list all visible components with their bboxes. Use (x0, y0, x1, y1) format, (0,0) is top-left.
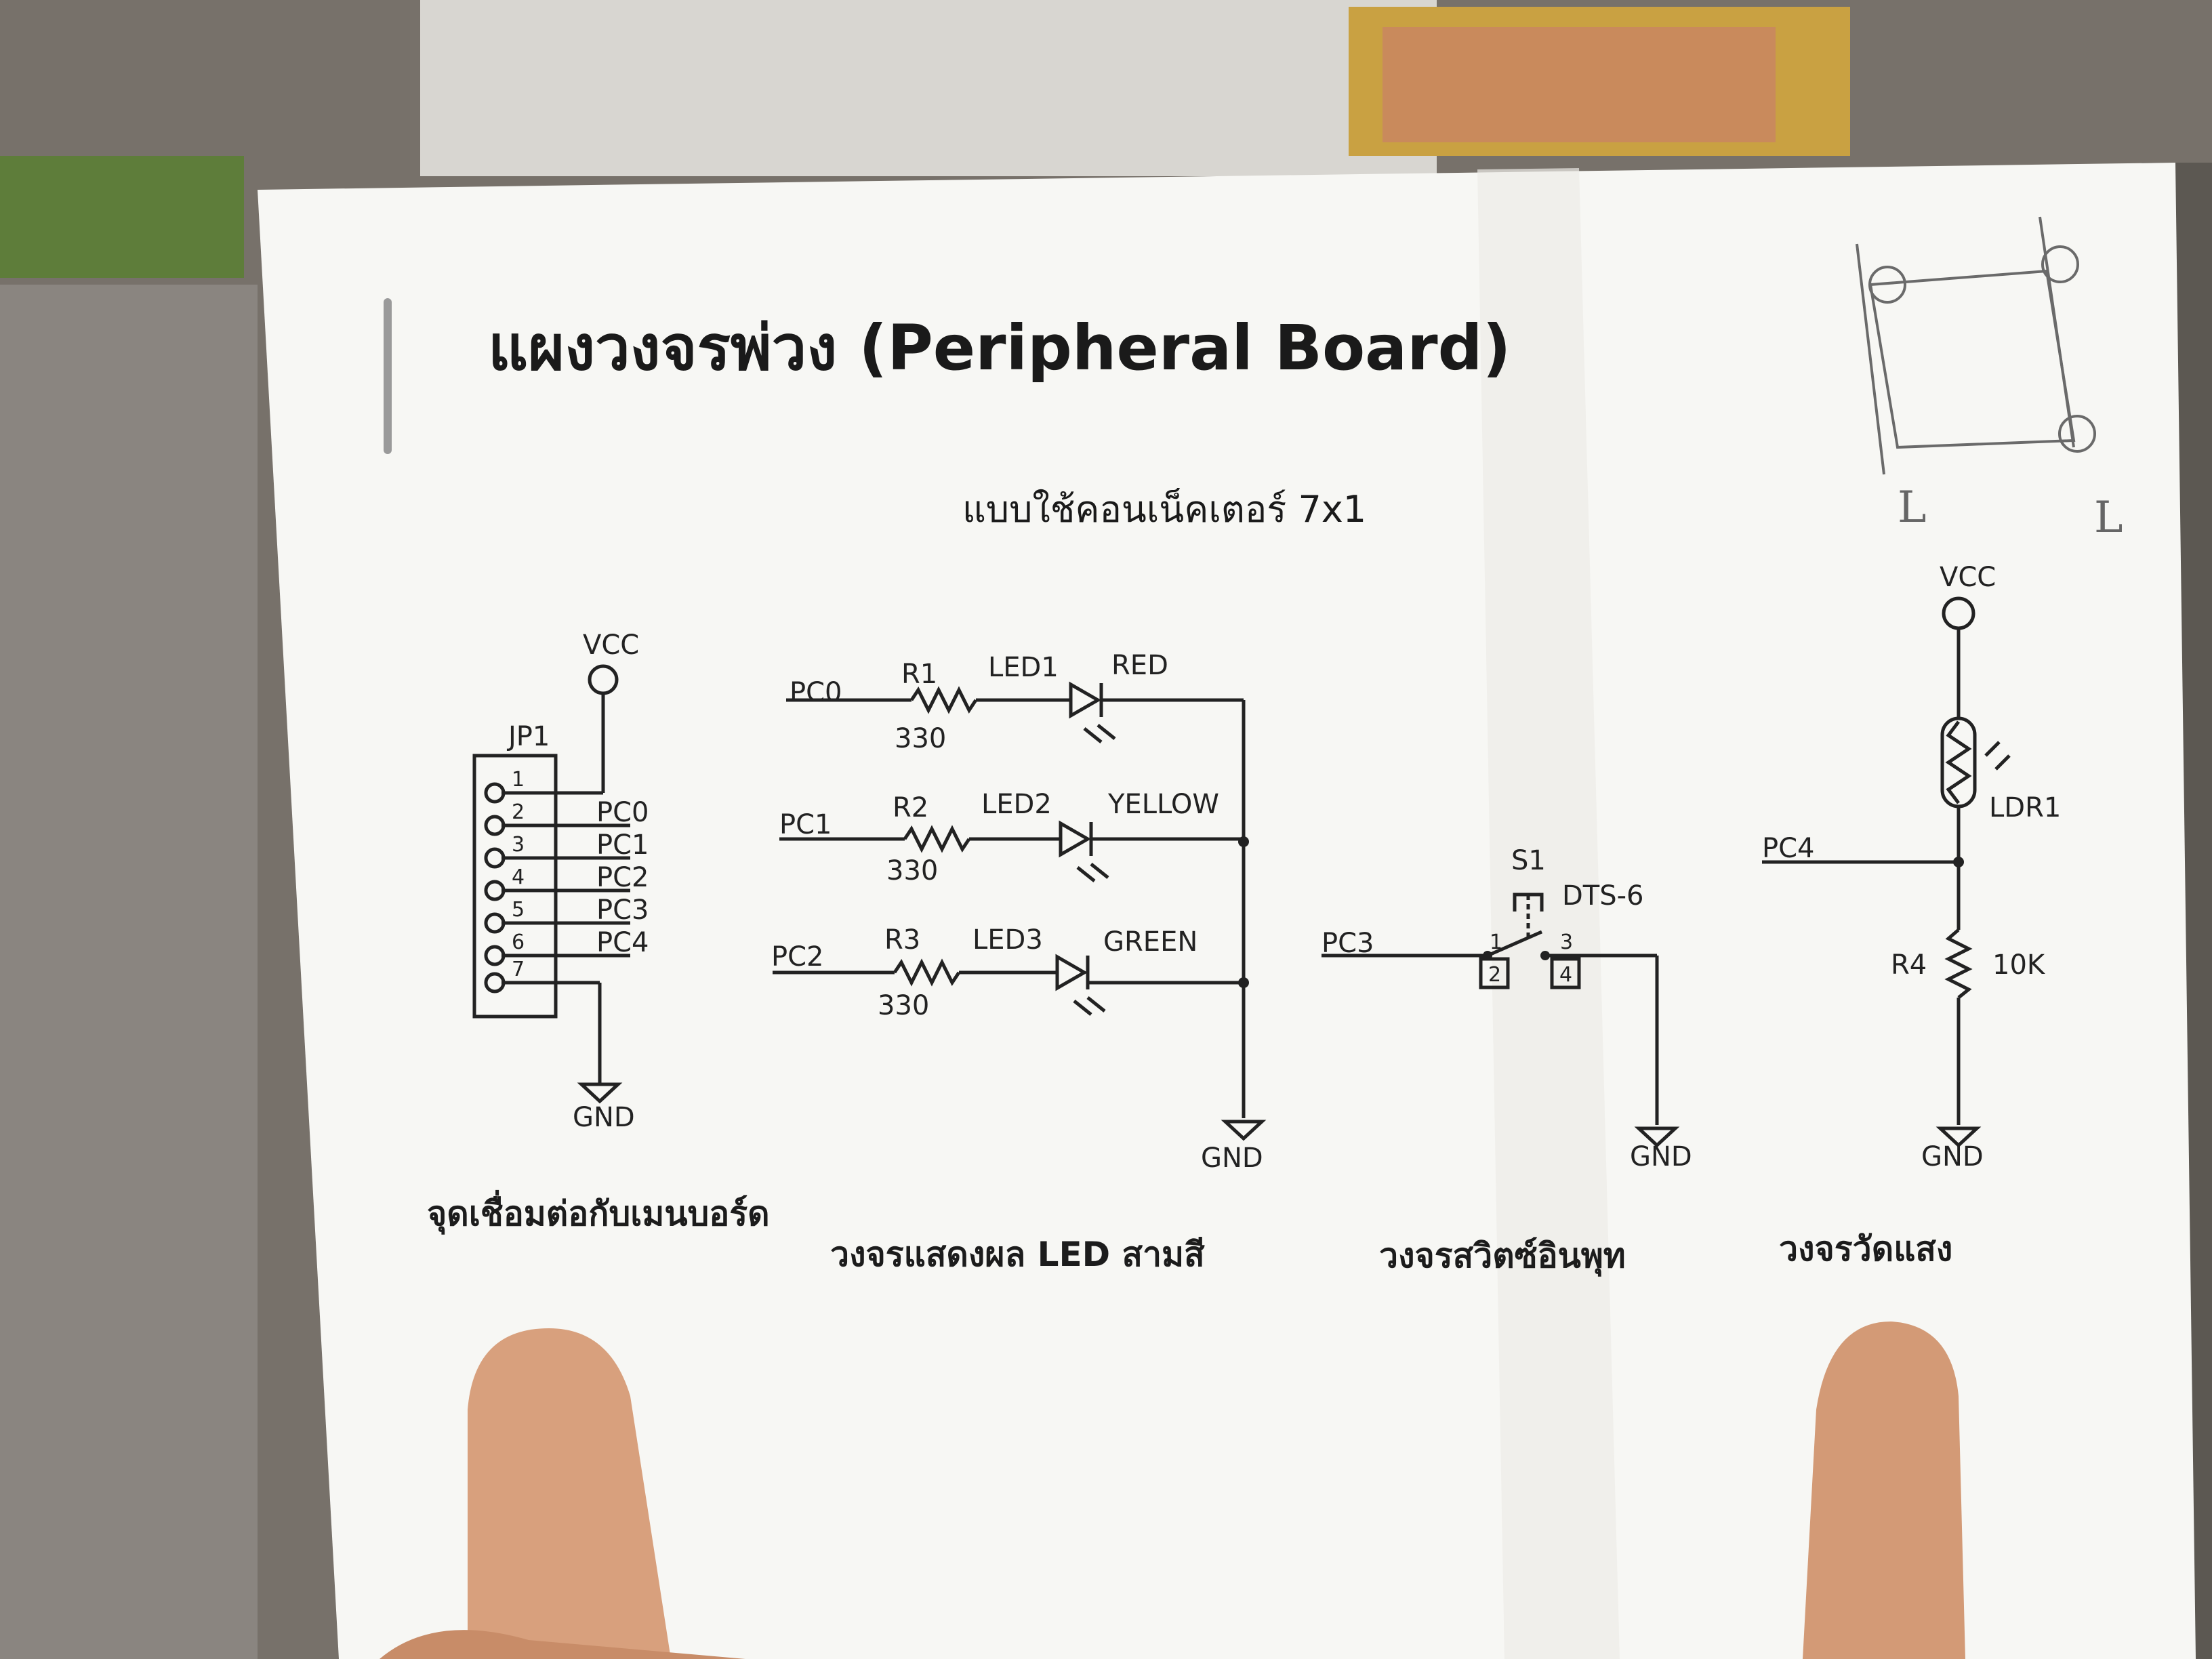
handwritten-letter-1: L (1898, 483, 1927, 533)
gnd-symbol-switch (1634, 1126, 1680, 1148)
led-junction-1 (1238, 836, 1249, 847)
connector-pin-6: 6 (512, 930, 525, 954)
led-led1-label: LED1 (988, 652, 1059, 683)
light-gnd-label: GND (1921, 1141, 1984, 1172)
switch-pin-4-box (1550, 957, 1581, 989)
switch-contact-left (1483, 951, 1492, 960)
led-port-pc1: PC1 (779, 809, 832, 840)
resistor-r3 (893, 958, 961, 987)
light-circuit-wiring (1762, 596, 2011, 1148)
connector-signal-pc2: PC2 (596, 862, 649, 893)
led3-diode (1055, 954, 1088, 991)
pin-circle-7 (484, 972, 506, 994)
connector-signal-pc1: PC1 (596, 830, 649, 861)
resistor-r2 (903, 825, 971, 853)
light-junction (1953, 857, 1964, 867)
connector-pin-7: 7 (512, 958, 525, 981)
right-finger (1803, 1322, 1965, 1659)
led-resistor-r2-value: 330 (886, 855, 938, 886)
connector-caption: จุดเชื่อมต่อกับเมนบอร์ด (427, 1190, 770, 1235)
switch-pin-4: 4 (1559, 963, 1572, 987)
connector-section (472, 664, 630, 1104)
switch-pin-2-box (1479, 957, 1510, 989)
paper-sheet (258, 163, 2196, 1659)
led-resistor-r2: R2 (893, 792, 928, 823)
led-color-red: RED (1111, 650, 1168, 681)
switch-gnd-label: GND (1630, 1141, 1692, 1172)
connector-ref-label: JP1 (506, 721, 550, 752)
connector-signal-pc3: PC3 (596, 895, 649, 926)
connector-gnd-label: GND (573, 1102, 635, 1133)
led-led3-label: LED3 (972, 924, 1043, 956)
handwritten-sketch (1856, 216, 2096, 475)
switch-pin-3: 3 (1560, 930, 1573, 954)
background-floor-left (0, 285, 258, 1659)
led-resistor-r3: R3 (884, 924, 920, 956)
pin-circle-4 (484, 880, 506, 901)
pin-circle-1 (484, 782, 506, 804)
switch-part: DTS-6 (1562, 880, 1644, 912)
led1-diode (1069, 681, 1102, 719)
switch-pin-1: 1 (1490, 930, 1502, 954)
connector-pin-4: 4 (512, 865, 525, 889)
background-green-object (0, 156, 244, 278)
staple (384, 298, 392, 454)
pin-circle-2 (484, 815, 506, 836)
light-ldr-label: LDR1 (1989, 792, 2061, 823)
lower-hand (380, 1630, 745, 1659)
led-resistor-r3-value: 330 (878, 990, 929, 1021)
led-resistor-r1: R1 (901, 659, 937, 690)
light-vcc-label: VCC (1940, 562, 1996, 593)
light-resistor-r4: R4 (1891, 949, 1927, 981)
led2-diode (1059, 820, 1092, 858)
led-caption: วงจรแสดงผล LED สามสี (830, 1235, 1205, 1274)
light-caption: วงจรวัดแสง (1779, 1229, 1952, 1269)
page-title: แผงวงจรพ่วง (Peripheral Board) (488, 312, 1511, 384)
switch-ref: S1 (1511, 845, 1546, 876)
gnd-symbol-connector (577, 1082, 623, 1104)
led-color-yellow: YELLOW (1107, 789, 1219, 820)
pin-circle-5 (484, 912, 506, 934)
background-bag (420, 0, 1437, 176)
gnd-symbol-light (1936, 1126, 1982, 1148)
led-port-pc2: PC2 (771, 941, 824, 972)
pin-circle-6 (484, 945, 506, 966)
pin-circle-3 (484, 847, 506, 869)
led-led2-label: LED2 (981, 789, 1052, 820)
connector-body (472, 754, 558, 1019)
led-color-green: GREEN (1103, 926, 1197, 958)
connector-pin-5: 5 (512, 898, 525, 922)
connector-vcc-label: VCC (583, 630, 639, 661)
switch-pin-2: 2 (1488, 963, 1501, 987)
switch-caption: วงจรสวิตซ์อินพุท (1379, 1236, 1626, 1277)
connector-pin-1: 1 (512, 768, 525, 792)
led-port-pc0: PC0 (790, 677, 842, 708)
connector-signal-pc0: PC0 (596, 797, 649, 828)
paper-shadow-fold (1477, 168, 1620, 1659)
led-resistor-r1-value: 330 (895, 723, 946, 754)
gnd-symbol-led (1221, 1120, 1267, 1141)
resistor-r4 (1944, 928, 1973, 999)
connector-pin-2: 2 (512, 800, 525, 824)
switch-circuit-wiring (1322, 893, 1680, 1148)
light-resistor-value: 10K (1992, 949, 2046, 981)
led-circuit-wiring (773, 681, 1267, 1141)
connector-signal-pc4: PC4 (596, 927, 649, 958)
handwritten-letter-2: L (2094, 493, 2123, 543)
switch-contact-right (1540, 951, 1550, 960)
left-finger (468, 1328, 671, 1659)
connector-pin-3: 3 (512, 833, 525, 857)
led-junction-2 (1238, 977, 1249, 988)
resistor-r1 (909, 686, 978, 714)
page-subtitle: แบบใช้คอนเน็คเตอร์ 7x1 (962, 488, 1366, 531)
background-box-orange (1382, 27, 1776, 142)
switch-port-pc3: PC3 (1322, 928, 1374, 959)
led-gnd-label: GND (1201, 1143, 1263, 1174)
light-port-pc4: PC4 (1762, 833, 1815, 864)
ldr-element (1945, 720, 1972, 804)
